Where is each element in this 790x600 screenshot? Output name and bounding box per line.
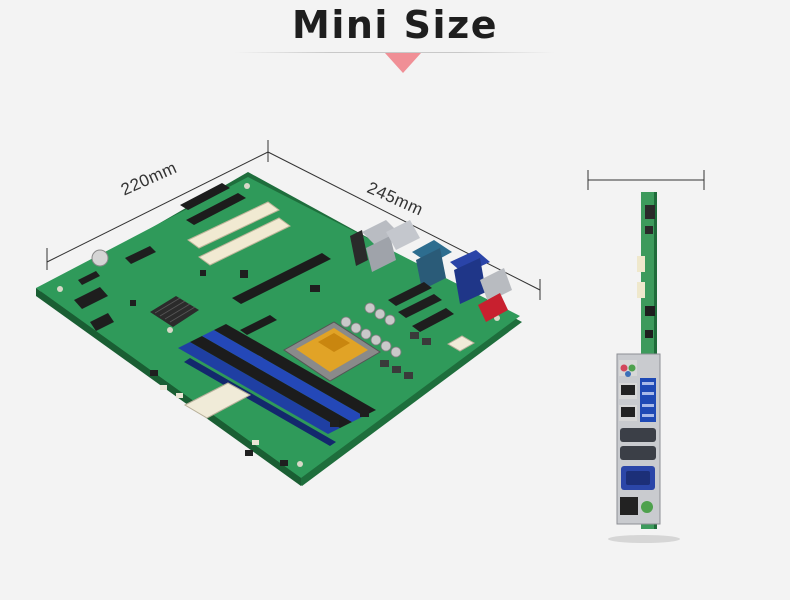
rear-io-connectors	[350, 220, 512, 322]
title-pointer-triangle	[385, 53, 421, 73]
title-underline	[235, 52, 555, 53]
chipset-heatsink	[150, 296, 199, 327]
cpu-socket	[283, 321, 381, 382]
cmos-battery	[91, 249, 109, 267]
memory-slots	[178, 324, 376, 446]
audio-jacks	[619, 360, 637, 377]
dimension-lines	[46, 140, 705, 300]
motherboard-side-view	[608, 192, 680, 543]
header: Mini Size	[0, 0, 790, 80]
page-title: Mini Size	[292, 3, 498, 47]
motherboard-main	[36, 172, 522, 486]
